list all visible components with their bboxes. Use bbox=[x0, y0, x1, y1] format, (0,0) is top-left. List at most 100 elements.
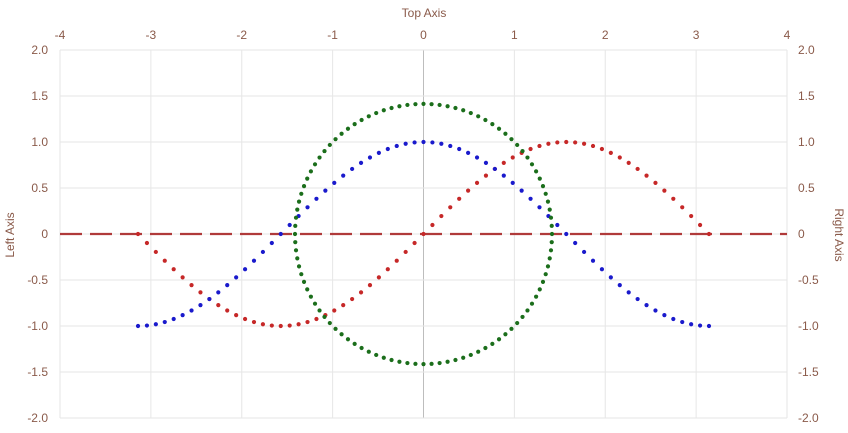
data-point bbox=[367, 155, 373, 160]
data-point bbox=[293, 248, 299, 253]
data-point bbox=[519, 188, 524, 193]
data-point bbox=[317, 308, 322, 313]
data-point bbox=[520, 314, 525, 320]
data-point bbox=[457, 196, 462, 201]
data-point bbox=[269, 240, 274, 246]
left-tick-label: 1.5 bbox=[31, 89, 48, 103]
data-point bbox=[171, 316, 176, 322]
top-tick-label: 0 bbox=[420, 28, 427, 42]
data-point bbox=[599, 146, 605, 152]
data-point bbox=[296, 199, 302, 204]
right-tick-label: 1.5 bbox=[798, 89, 815, 103]
data-point bbox=[543, 191, 548, 196]
data-point bbox=[162, 258, 167, 263]
right-tick-label: 2.0 bbox=[798, 43, 815, 57]
data-point bbox=[537, 143, 542, 149]
data-point bbox=[457, 146, 462, 152]
data-point bbox=[537, 205, 542, 210]
data-point bbox=[305, 319, 310, 325]
data-point bbox=[573, 140, 578, 145]
data-point bbox=[189, 283, 194, 288]
data-point bbox=[251, 258, 257, 263]
data-point bbox=[260, 322, 266, 327]
left-tick-label: -0.5 bbox=[27, 273, 48, 287]
data-point bbox=[626, 290, 631, 295]
data-point bbox=[617, 283, 622, 288]
data-point bbox=[520, 148, 525, 154]
data-point bbox=[697, 323, 703, 328]
data-point bbox=[461, 355, 466, 360]
data-point bbox=[548, 248, 554, 253]
data-point bbox=[278, 323, 283, 329]
data-point bbox=[476, 114, 481, 119]
data-point bbox=[581, 249, 587, 255]
data-point bbox=[689, 322, 694, 327]
data-point bbox=[564, 231, 569, 237]
data-point bbox=[405, 102, 410, 108]
data-point bbox=[706, 323, 712, 329]
data-point bbox=[547, 207, 552, 212]
data-point bbox=[301, 184, 307, 189]
data-point bbox=[135, 231, 141, 237]
data-point bbox=[394, 143, 399, 149]
data-point bbox=[234, 313, 239, 318]
data-point bbox=[549, 223, 554, 228]
data-point bbox=[528, 146, 533, 152]
data-point bbox=[350, 166, 355, 172]
data-point bbox=[644, 173, 649, 178]
data-point bbox=[706, 231, 712, 237]
right-tick-label: -0.5 bbox=[798, 273, 819, 287]
data-point bbox=[405, 360, 410, 366]
data-point bbox=[198, 290, 203, 295]
data-point bbox=[545, 264, 551, 269]
data-point bbox=[439, 213, 444, 219]
right-tick-label: -1.0 bbox=[798, 319, 819, 333]
data-point bbox=[429, 361, 434, 366]
data-point bbox=[581, 141, 587, 146]
data-point bbox=[421, 361, 426, 367]
data-point bbox=[439, 141, 444, 146]
data-point bbox=[308, 169, 313, 174]
data-point bbox=[305, 205, 310, 210]
right-tick-label: -2.0 bbox=[798, 411, 819, 425]
data-point bbox=[345, 126, 351, 131]
data-point bbox=[295, 256, 300, 261]
data-point bbox=[617, 155, 622, 160]
data-point bbox=[153, 322, 158, 327]
data-point bbox=[496, 126, 502, 131]
data-point bbox=[501, 160, 506, 165]
data-point bbox=[466, 188, 471, 193]
series-1 bbox=[135, 139, 712, 329]
data-point bbox=[333, 326, 338, 331]
right-tick-label: 0 bbox=[798, 227, 805, 241]
data-point bbox=[305, 176, 310, 181]
data-point bbox=[412, 240, 417, 246]
data-point bbox=[413, 102, 418, 107]
left-tick-label: 0.5 bbox=[31, 181, 48, 195]
data-point bbox=[509, 137, 514, 142]
scatter-series bbox=[135, 101, 712, 367]
data-point bbox=[153, 249, 158, 255]
right-tick-label: 1.0 bbox=[798, 135, 815, 149]
data-point bbox=[529, 301, 535, 306]
top-tick-label: -2 bbox=[236, 28, 247, 42]
data-point bbox=[293, 215, 299, 220]
series-0 bbox=[135, 139, 712, 329]
data-point bbox=[445, 359, 450, 364]
data-point bbox=[590, 143, 596, 149]
data-point bbox=[374, 110, 379, 116]
data-point bbox=[269, 323, 274, 328]
data-point bbox=[468, 110, 473, 116]
data-point bbox=[534, 169, 539, 174]
left-tick-label: -2.0 bbox=[27, 411, 48, 425]
data-point bbox=[327, 142, 332, 148]
data-point bbox=[317, 155, 322, 160]
left-tick-label: 1.0 bbox=[31, 135, 48, 149]
data-point bbox=[327, 320, 332, 326]
data-point bbox=[322, 314, 327, 320]
data-point bbox=[421, 101, 426, 107]
data-point bbox=[483, 345, 488, 351]
data-point bbox=[549, 231, 555, 237]
